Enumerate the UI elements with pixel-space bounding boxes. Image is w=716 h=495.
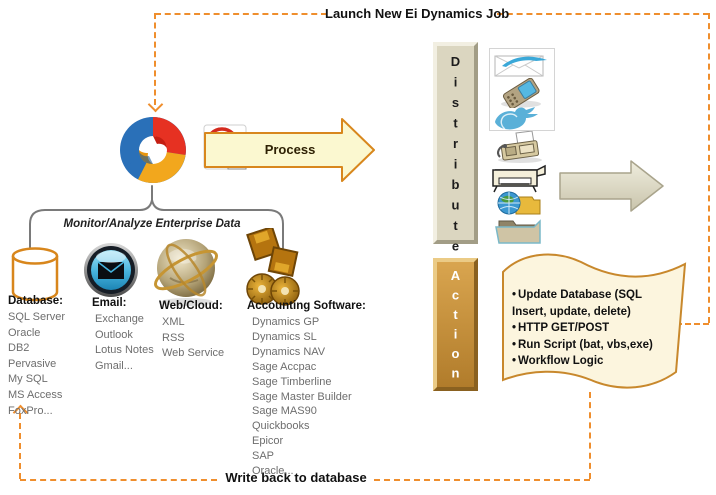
list-item: Dynamics GP bbox=[252, 316, 320, 328]
source-title: Email: bbox=[92, 297, 127, 309]
fax-icon bbox=[492, 131, 546, 163]
action-item: HTTP GET/POST bbox=[512, 320, 674, 337]
monitor-bracket bbox=[25, 184, 290, 254]
launch-job-label: Launch New Ei Dynamics Job bbox=[325, 6, 510, 21]
folder-icon bbox=[493, 215, 543, 247]
accounting-disks-icon bbox=[243, 228, 305, 306]
arrowhead-down-icon bbox=[147, 96, 164, 113]
dash-scroll-down bbox=[589, 392, 591, 479]
list-item: Oracle... bbox=[252, 465, 294, 478]
twitter-bird-icon bbox=[491, 104, 547, 132]
list-item: SQL Server bbox=[8, 311, 66, 323]
list-item: Oracle bbox=[8, 326, 41, 339]
list-item: Dynamics NAV bbox=[252, 345, 326, 358]
dash-bottom-left bbox=[20, 479, 217, 481]
list-item: SAP bbox=[252, 450, 275, 463]
list-item: XML bbox=[162, 316, 185, 328]
action-label: Action bbox=[448, 268, 463, 385]
source-column-webcloud: Web/Cloud: XML RSS Web Service bbox=[159, 300, 239, 362]
dash-top-left bbox=[155, 13, 327, 15]
dash-bottom-right bbox=[374, 479, 590, 481]
list-item: Quickbooks bbox=[252, 420, 310, 433]
email-envelope-icon bbox=[492, 52, 550, 79]
list-item: Epicor bbox=[252, 435, 284, 448]
source-title: Web/Cloud: bbox=[159, 300, 223, 312]
source-column-email: Email: Exchange Outlook Lotus Notes Gmai… bbox=[92, 297, 170, 374]
list-item: Exchange bbox=[95, 313, 144, 325]
list-item: RSS bbox=[162, 331, 185, 344]
list-item: Pervasive bbox=[8, 357, 57, 370]
email-orb-icon bbox=[83, 242, 139, 300]
dash-right-vertical bbox=[708, 13, 710, 323]
list-item: Dynamics SL bbox=[252, 330, 317, 343]
action-box: Action bbox=[433, 258, 478, 391]
distribute-box: Distribute bbox=[433, 42, 478, 259]
list-item: MS Access bbox=[8, 388, 63, 401]
dash-launch-vertical bbox=[154, 13, 156, 105]
distribute-label: Distribute bbox=[448, 54, 463, 259]
list-item: DB2 bbox=[8, 342, 30, 355]
list-item: My SQL bbox=[8, 373, 48, 386]
list-item: Sage Timberline bbox=[252, 375, 332, 388]
action-item-list: Update Database (SQL Insert, update, del… bbox=[512, 287, 674, 370]
printer-icon bbox=[489, 164, 549, 194]
distribute-output-arrow bbox=[558, 160, 666, 212]
ei-dynamics-logo bbox=[118, 113, 188, 189]
source-column-accounting: Accounting Software: Dynamics GP Dynamic… bbox=[247, 300, 366, 479]
database-cylinder-icon bbox=[10, 246, 60, 302]
dash-writeback-vertical bbox=[19, 413, 21, 479]
list-item: Outlook bbox=[95, 328, 133, 341]
web-folder-icon bbox=[496, 191, 542, 217]
list-item: Lotus Notes bbox=[95, 344, 154, 357]
dash-top-right bbox=[497, 13, 709, 15]
dash-right-to-scroll bbox=[676, 323, 709, 325]
list-item: Sage MAS90 bbox=[252, 405, 317, 418]
list-item: Sage Master Builder bbox=[252, 390, 352, 403]
monitor-analyze-label: Monitor/Analyze Enterprise Data bbox=[63, 218, 241, 230]
write-back-label: Write back to database bbox=[225, 470, 367, 485]
list-item: Sage Accpac bbox=[252, 360, 317, 373]
process-arrow bbox=[203, 116, 378, 184]
source-title: Accounting Software: bbox=[247, 300, 366, 312]
process-label: Process bbox=[264, 142, 316, 157]
list-item: Gmail... bbox=[95, 359, 133, 372]
source-column-database: Database: SQL Server Oracle DB2 Pervasiv… bbox=[8, 295, 88, 419]
list-item: Web Service bbox=[162, 347, 225, 360]
source-title: Database: bbox=[8, 295, 63, 307]
sms-phone-icon bbox=[496, 78, 546, 108]
action-item: Run Script (bat, vbs,exe) bbox=[512, 337, 674, 354]
list-item: FoxPro... bbox=[8, 404, 53, 417]
action-item: Update Database (SQL Insert, update, del… bbox=[512, 287, 674, 320]
web-globe-icon bbox=[150, 234, 224, 308]
action-item: Workflow Logic bbox=[512, 353, 674, 370]
